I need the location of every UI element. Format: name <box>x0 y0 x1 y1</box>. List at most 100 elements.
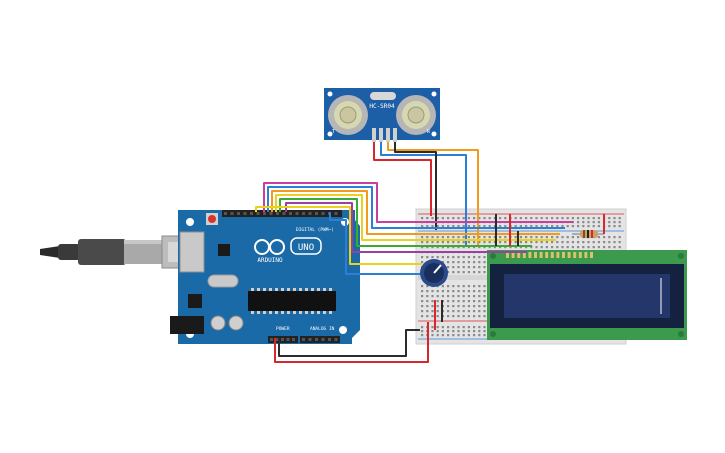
breadboard-hole <box>608 217 611 220</box>
breadboard-hole <box>577 236 580 239</box>
breadboard-hole <box>441 285 444 288</box>
breadboard-hole <box>483 300 486 303</box>
lcd-pin <box>550 252 554 258</box>
breadboard-hole <box>473 256 476 259</box>
breadboard-hole <box>478 300 481 303</box>
breadboard-hole <box>561 246 564 249</box>
breadboard-hole <box>447 305 450 308</box>
wire-pin-9 <box>275 194 556 241</box>
breadboard-hole <box>441 261 444 264</box>
power-pin-hole <box>286 338 290 341</box>
breadboard-hole <box>597 241 600 244</box>
arduino-model-label: UNO <box>298 243 314 253</box>
breadboard-hole <box>545 246 548 249</box>
breadboard-hole <box>436 217 439 220</box>
breadboard-hole <box>535 236 538 239</box>
analog-pin-hole <box>315 338 318 341</box>
breadboard-hole <box>592 225 595 228</box>
mounting-hole <box>490 331 496 337</box>
breadboard-hole <box>441 295 444 298</box>
lcd-screen <box>504 274 670 318</box>
breadboard-hole <box>447 295 450 298</box>
breadboard-hole <box>473 217 476 220</box>
breadboard-hole <box>618 236 621 239</box>
chip-pin <box>287 311 290 314</box>
breadboard-hole <box>457 217 460 220</box>
breadboard-hole <box>582 221 585 224</box>
breadboard-hole <box>483 334 486 337</box>
arduino-uno-board[interactable]: ARDUINO UNO DIGITAL (PWM~) POWER ANALOG … <box>170 210 360 344</box>
breadboard-hole <box>556 217 559 220</box>
breadboard-hole <box>462 295 465 298</box>
breadboard-hole <box>618 221 621 224</box>
breadboard-hole <box>431 310 434 313</box>
breadboard-hole <box>452 241 455 244</box>
lcd-pin <box>534 252 537 258</box>
breadboard-hole <box>473 330 476 333</box>
digital-pin-hole <box>315 212 318 215</box>
breadboard-hole <box>556 236 559 239</box>
breadboard-hole <box>462 271 465 274</box>
breadboard-hole <box>421 334 424 337</box>
breadboard-hole <box>540 225 543 228</box>
breadboard-hole <box>608 236 611 239</box>
breadboard-hole <box>421 305 424 308</box>
chip-pin <box>323 288 326 291</box>
breadboard-hole <box>478 266 481 269</box>
breadboard-hole <box>478 310 481 313</box>
breadboard-hole <box>447 326 450 329</box>
breadboard-hole <box>421 326 424 329</box>
breadboard-hole <box>457 271 460 274</box>
breadboard-hole <box>436 246 439 249</box>
breadboard-hole <box>478 305 481 308</box>
breadboard-hole <box>473 305 476 308</box>
potentiometer-knob-icon[interactable] <box>420 259 448 287</box>
usb-chip <box>218 244 230 256</box>
wire-gnd <box>278 329 420 357</box>
breadboard-hole <box>473 246 476 249</box>
breadboard-hole <box>613 236 616 239</box>
chip-pin <box>281 288 284 291</box>
breadboard-hole <box>499 217 502 220</box>
lcd-pin <box>562 252 565 258</box>
breadboard-hole <box>525 225 528 228</box>
breadboard-hole <box>421 310 424 313</box>
breadboard-hole <box>540 241 543 244</box>
breadboard-hole <box>592 221 595 224</box>
digital-pin-hole <box>295 212 299 215</box>
breadboard-hole <box>467 236 470 239</box>
chip-pin <box>269 288 272 291</box>
breadboard-hole <box>457 266 460 269</box>
breadboard-hole <box>478 285 481 288</box>
breadboard-hole <box>426 295 429 298</box>
breadboard-hole <box>436 300 439 303</box>
breadboard-hole <box>421 246 424 249</box>
wire-pin-11 <box>267 186 565 229</box>
breadboard-hole <box>519 246 522 249</box>
breadboard-hole <box>556 246 559 249</box>
breadboard-hole <box>447 241 450 244</box>
power-pin-hole <box>275 338 279 341</box>
breadboard-hole <box>467 310 470 313</box>
breadboard-hole <box>447 217 450 220</box>
breadboard-hole <box>478 261 481 264</box>
breadboard-hole <box>582 217 585 220</box>
chip-pin <box>251 311 254 314</box>
lcd-pin <box>567 252 571 258</box>
breadboard-hole <box>457 305 460 308</box>
lcd-pin <box>511 252 515 258</box>
breadboard-hole <box>462 305 465 308</box>
breadboard-hole <box>566 241 569 244</box>
breadboard-hole <box>577 217 580 220</box>
digital-pin-hole <box>321 212 325 215</box>
breadboard-hole <box>436 256 439 259</box>
breadboard-hole <box>551 246 554 249</box>
breadboard-hole <box>431 326 434 329</box>
breadboard-hole <box>462 261 465 264</box>
breadboard-hole <box>473 225 476 228</box>
breadboard-hole <box>436 334 439 337</box>
breadboard-hole <box>421 261 424 264</box>
breadboard-hole <box>473 326 476 329</box>
breadboard-hole <box>535 225 538 228</box>
chip-pin <box>317 311 320 314</box>
